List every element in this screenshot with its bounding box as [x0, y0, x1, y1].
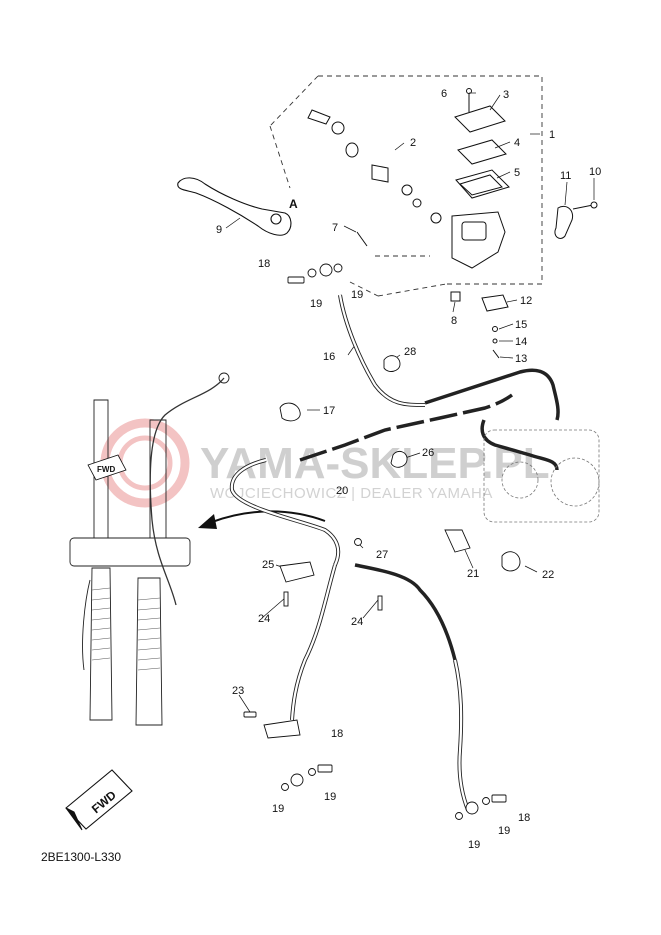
small-parts [243, 263, 521, 820]
callout-17: 17 [323, 405, 335, 417]
callout-16: 16 [323, 351, 335, 363]
callout-15: 15 [515, 319, 527, 331]
callout-18-mid: 18 [331, 728, 343, 740]
callout-25: 25 [262, 559, 274, 571]
fork-fwd-tag-label: FWD [97, 465, 115, 474]
callout-28: 28 [404, 346, 416, 358]
detail-label-a: A [289, 197, 298, 211]
caliper-outline [483, 429, 600, 523]
callout-27: 27 [376, 549, 388, 561]
master-cylinder-parts [307, 88, 598, 359]
callout-20: 20 [336, 485, 348, 497]
callout-19-mid-left: 19 [272, 803, 284, 815]
callout-8: 8 [451, 315, 457, 327]
callout-labels: 1 2 3 4 5 6 7 8 9 10 11 12 13 14 15 16 1… [216, 88, 601, 851]
callout-19-top-right: 19 [351, 289, 363, 301]
callout-9: 9 [216, 224, 222, 236]
callout-14: 14 [515, 336, 527, 348]
callout-22: 22 [542, 569, 554, 581]
callout-19-mid-right: 19 [324, 791, 336, 803]
callout-26: 26 [422, 447, 434, 459]
callout-13: 13 [515, 353, 527, 365]
callout-24-right: 24 [351, 616, 363, 628]
brake-hose-16 [338, 294, 560, 471]
callout-18-bottom: 18 [518, 812, 530, 824]
callout-1: 1 [549, 129, 555, 141]
callout-10: 10 [589, 166, 601, 178]
callout-19-bottom-right: 19 [498, 825, 510, 837]
brake-hose-20 [229, 393, 514, 811]
fork-boot-lines [91, 587, 161, 671]
direction-arrow [198, 510, 326, 529]
callout-3: 3 [503, 89, 509, 101]
callout-6: 6 [441, 88, 447, 100]
front-fork-assembly [69, 372, 230, 726]
callout-2: 2 [410, 137, 416, 149]
fork-fwd-tag: FWD [87, 454, 127, 481]
callout-7: 7 [332, 222, 338, 234]
callout-11: 11 [560, 170, 571, 182]
callout-5: 5 [514, 167, 520, 179]
brake-lever [177, 177, 292, 236]
watermark-logo-inner [117, 435, 173, 491]
diagram-code: 2BE1300-L330 [41, 850, 122, 864]
watermark-subtitle: WOJCIECHOWICZ | DEALER YAMAHA [210, 485, 493, 502]
callout-24-left: 24 [258, 613, 270, 625]
callout-19-top-left: 19 [310, 298, 322, 310]
callout-12: 12 [520, 295, 532, 307]
master-cylinder-kit-outline [269, 75, 543, 297]
callout-23: 23 [232, 685, 244, 697]
fwd-direction-sign: FWD [65, 769, 133, 831]
callout-21: 21 [467, 568, 479, 580]
callout-19-bottom-left: 19 [468, 839, 480, 851]
callout-18-top: 18 [258, 258, 270, 270]
callout-4: 4 [514, 137, 520, 149]
